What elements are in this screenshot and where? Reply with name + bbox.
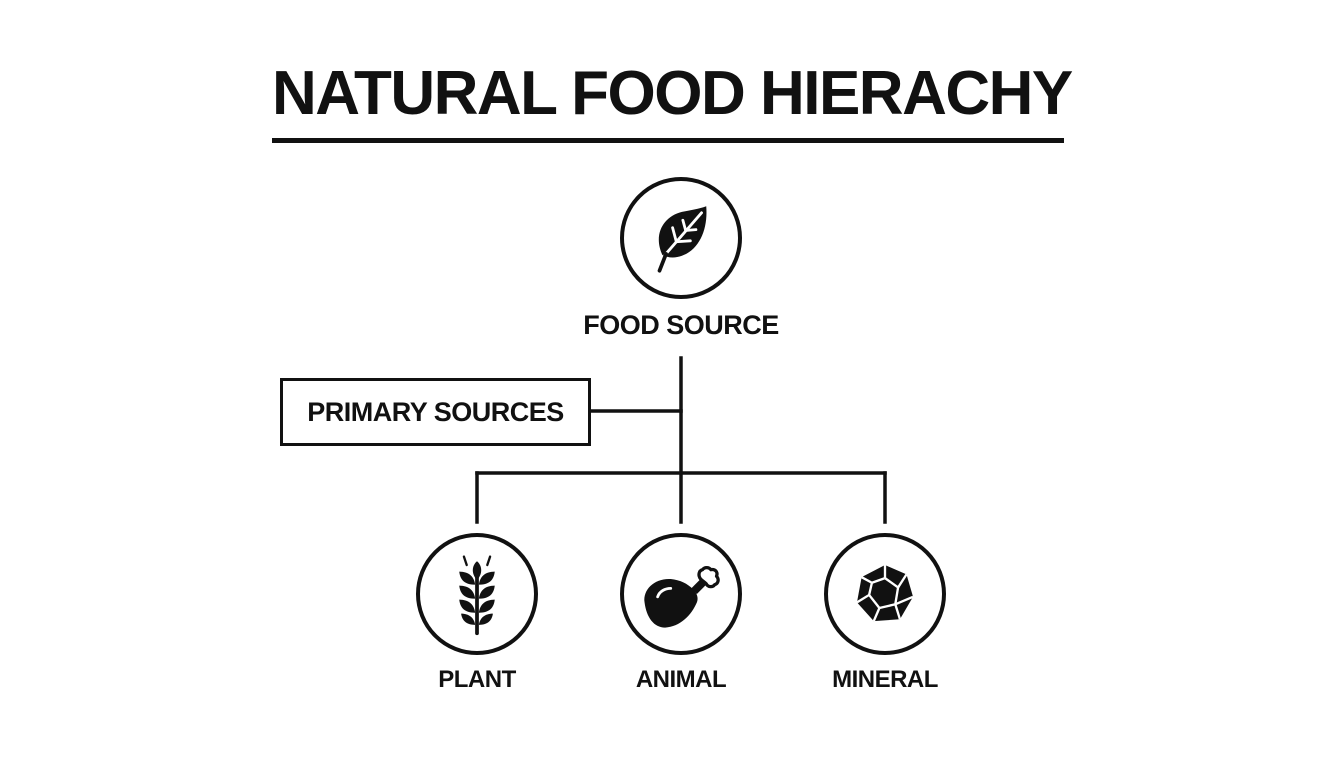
food-source-node xyxy=(620,177,742,299)
gem-icon xyxy=(856,565,914,622)
drumstick-icon xyxy=(644,565,720,628)
animal-label: ANIMAL xyxy=(635,666,727,693)
plant-node xyxy=(416,533,538,655)
plant-label: PLANT xyxy=(438,666,516,693)
mineral-label: MINERAL xyxy=(832,666,938,693)
diagram-title: NATURAL FOOD HIERACHY xyxy=(272,59,1073,128)
title-underline xyxy=(272,138,1064,143)
primary-sources-box: PRIMARY SOURCES xyxy=(280,378,591,446)
leaf-icon xyxy=(657,206,707,273)
animal-node xyxy=(620,533,742,655)
mineral-node xyxy=(824,533,946,655)
wheat-icon xyxy=(459,555,495,636)
food-source-label: FOOD SOURCE xyxy=(583,310,779,340)
